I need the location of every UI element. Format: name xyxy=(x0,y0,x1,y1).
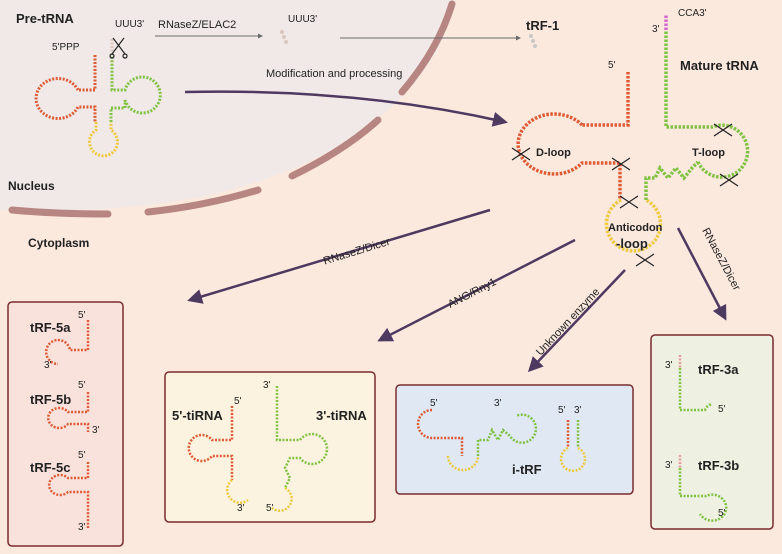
trf3b-5-end: 5' xyxy=(718,508,726,519)
tirna-fragments xyxy=(187,386,329,512)
trf5c-3-end: 3' xyxy=(78,522,86,533)
trf1-label: tRF-1 xyxy=(526,18,560,33)
itrf-5-end: 5' xyxy=(430,398,438,409)
trf5a-3-end: 3' xyxy=(44,360,52,371)
nuclear-membrane-segment xyxy=(8,206,112,218)
itrf-label: i-tRF xyxy=(512,462,542,477)
anticodon-label: Anticodon xyxy=(608,222,663,234)
trf3a-3-end: 3' xyxy=(665,360,673,371)
itrf-hairpin-5-end: 5' xyxy=(558,405,566,416)
mature-trna-structure xyxy=(516,14,750,253)
trf3-fragments xyxy=(678,355,728,522)
itrf-fragments xyxy=(416,408,587,473)
3-tirna-3-end: 3' xyxy=(263,380,271,391)
t-loop-label: T-loop xyxy=(692,147,725,159)
modification-label: Modification and processing xyxy=(266,68,403,80)
trf3-box xyxy=(650,334,774,530)
scissors-icon xyxy=(611,157,631,171)
pre-trna-5-end: 5'PPP xyxy=(52,42,80,53)
trf5b-label: tRF-5b xyxy=(30,392,72,407)
scissors-icon xyxy=(719,173,739,187)
trf5a-label: tRF-5a xyxy=(30,320,71,335)
nuclear-membrane-segment xyxy=(398,0,456,96)
arrow-to-itrf xyxy=(527,269,626,373)
mature-trna-title: Mature tRNA xyxy=(680,58,759,73)
mature-3-end: 3' xyxy=(652,24,660,35)
d-loop-label: D-loop xyxy=(536,147,571,159)
mature-5-end: 5' xyxy=(608,60,616,71)
5-tirna-3-end: 3' xyxy=(237,503,245,514)
scissors-icon xyxy=(713,123,733,137)
trf3b-label: tRF-3b xyxy=(698,458,740,473)
trf5c-label: tRF-5c xyxy=(30,460,71,475)
scissors-icon xyxy=(511,147,531,161)
cytoplasm-label: Cytoplasm xyxy=(28,236,90,250)
trf3b-3-end: 3' xyxy=(665,460,673,471)
3-tirna-label: 3'-tiRNA xyxy=(316,408,367,423)
trf1-dots xyxy=(529,34,537,48)
scissors-icon xyxy=(109,37,128,59)
trf5-box xyxy=(7,301,124,547)
tirna-box xyxy=(164,371,376,523)
trf5a-5-end: 5' xyxy=(78,310,86,321)
anticodon-loop-label: -loop xyxy=(616,236,648,251)
trf3a-5-end: 5' xyxy=(718,404,726,415)
trf5-fragments xyxy=(44,320,90,528)
modification-arrow xyxy=(184,90,508,127)
trf1-fragment-dots xyxy=(280,30,288,44)
nuclear-membrane-segment xyxy=(144,186,262,216)
itrf-hairpin-3-end: 3' xyxy=(574,405,582,416)
5-tirna-5-end: 5' xyxy=(234,396,242,407)
fragment-3-end: UUU3' xyxy=(288,14,318,25)
nucleus-region xyxy=(0,0,455,211)
arrow-to-trf5 xyxy=(187,208,491,304)
enzyme-rnasez-elac2: RNaseZ/ELAC2 xyxy=(158,19,237,31)
trf3a-label: tRF-3a xyxy=(698,362,739,377)
pre-trna-3-end: UUU3' xyxy=(115,19,145,30)
mature-cca-end: CCA3' xyxy=(678,8,707,19)
arrow-to-trf3 xyxy=(676,227,727,321)
trf5b-5-end: 5' xyxy=(78,380,86,391)
nuclear-membrane-segment xyxy=(288,116,382,180)
itrf-3-end: 3' xyxy=(494,398,502,409)
pre-trna-structure xyxy=(34,38,162,158)
3-tirna-5-end: 5' xyxy=(266,503,274,514)
5-tirna-label: 5'-tiRNA xyxy=(172,408,223,423)
arrow-to-tirna xyxy=(377,238,576,342)
scissors-icon xyxy=(619,195,639,209)
trf5b-3-end: 3' xyxy=(92,425,100,436)
trf5c-5-end: 5' xyxy=(78,450,86,461)
scissors-icon xyxy=(635,253,655,267)
pre-trna-title: Pre-tRNA xyxy=(16,11,74,26)
nucleus-label: Nucleus xyxy=(8,179,55,193)
